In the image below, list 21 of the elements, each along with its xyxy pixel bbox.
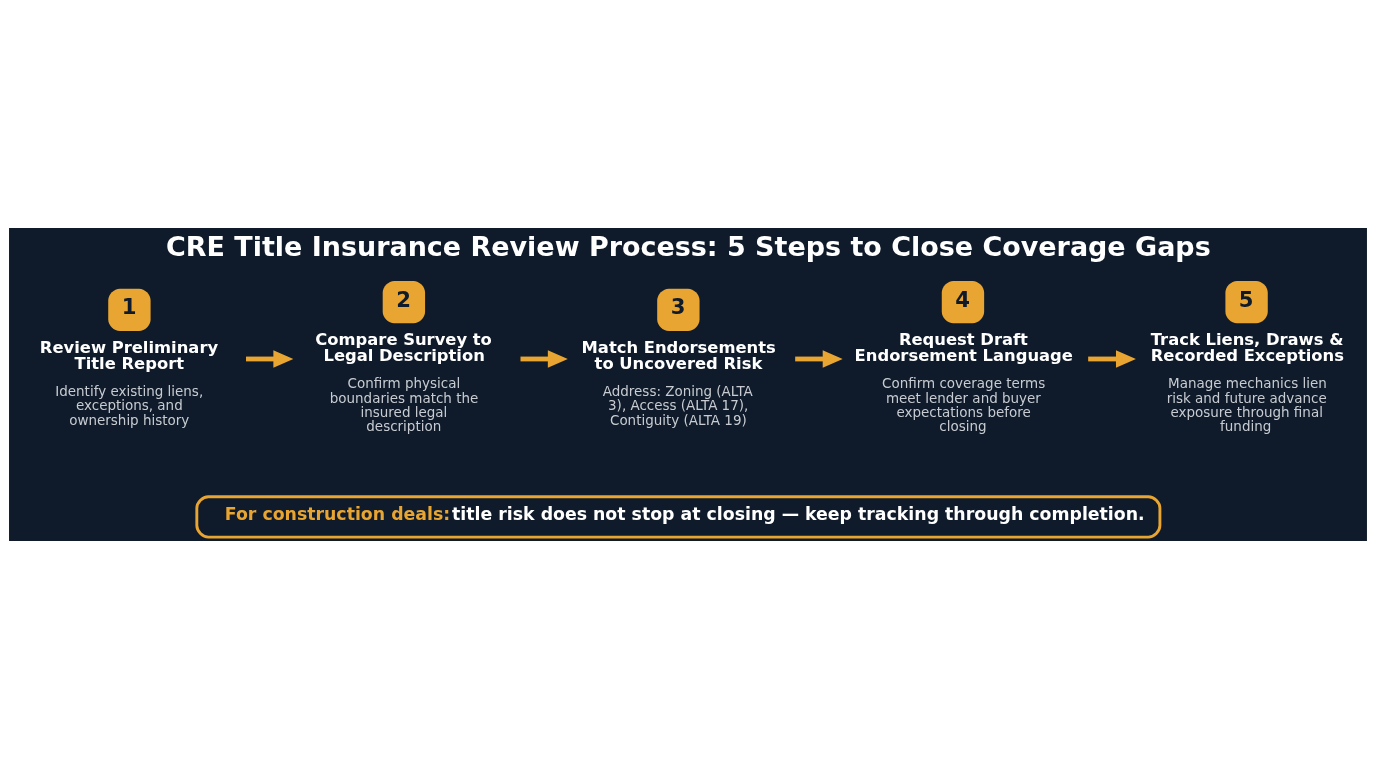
node-label: Confirm coverage terms meet lender and buyer expectations before closing <box>882 374 1046 434</box>
node-box: 5 <box>1225 280 1268 323</box>
arrow <box>795 349 843 368</box>
node-label: Track Liens, Draws & Recorded Exceptions <box>1150 329 1344 365</box>
node-label: Review Preliminary Title Report <box>39 337 219 373</box>
node-box: 1 <box>108 288 151 331</box>
arrow <box>1088 349 1136 368</box>
node-box: 2 <box>382 280 426 323</box>
node-label: Address: Zoning (ALTA 3), Access (ALTA 17), Contiguity (ALTA 19) <box>602 382 753 428</box>
node-box: 4 <box>941 280 985 323</box>
node-label: Manage mechanics lien risk and future advance exposure through final funding <box>1166 374 1327 434</box>
node-label: Compare Survey to Legal Description <box>315 329 492 365</box>
diagram-title: CRE Title Insurance Review Process: 5 Steps to Close Coverage Gaps <box>166 230 1211 262</box>
node-label: Match Endorsements to Uncovered Risk <box>581 337 776 373</box>
node-label: Identify existing liens, exceptions, and ownership history <box>55 382 204 428</box>
node-label: Confirm physical boundaries match the insured legal description <box>329 374 479 434</box>
node-box: For construction deals:title risk does not stop at closing — keep tracking through completion. <box>195 494 1162 539</box>
arrow <box>246 349 294 368</box>
node-box: 3 <box>657 288 700 331</box>
node-label: Request Draft Endorsement Language <box>854 329 1073 365</box>
arrow <box>520 349 568 368</box>
